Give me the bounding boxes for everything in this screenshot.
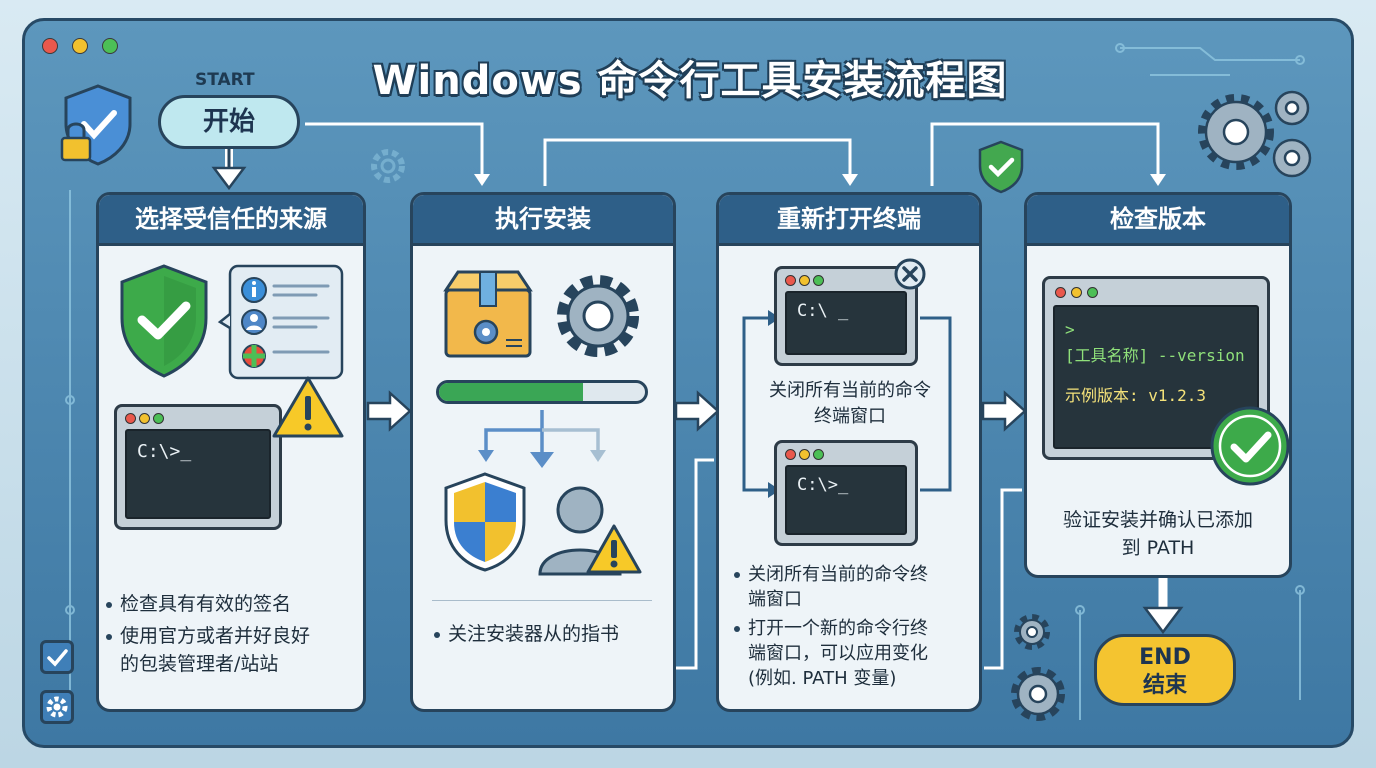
window-close-dot[interactable] [42,38,58,54]
arrow-start-down [211,148,247,191]
bullet-item-cont: 端窗口 [748,589,802,610]
terminal-version-window: > [工具名称] --version 示例版本: v1.2.3 [1042,276,1270,460]
bullet-item: 关注安装器从的指书 [448,623,620,645]
end-label: 结束 [1142,673,1187,698]
panel-1-bullets: 检查具有有效的签名 使用官方或者并好良好 的包装管理者/站站 [106,590,356,678]
terminal-line-command: [工具名称] --version [1065,346,1245,365]
window-minimize-dot[interactable] [72,38,88,54]
start-label-en: START [195,70,255,90]
bullet-item: 使用官方或者并好良好 [120,625,311,647]
caption-line: 验证安装并确认已添加 [1062,509,1253,531]
gears-icon [1011,614,1065,721]
bullet-item: 检查具有有效的签名 [120,593,292,615]
terminal-prompt: C:\ _ [797,301,849,321]
settings-icon[interactable] [40,690,74,724]
user-warning-icon [538,486,642,576]
bullet-item: 打开一个新的命令行终 [748,618,928,639]
terminal-line-prompt: > [1065,320,1075,339]
terminal-window-new: C:\>_ [774,440,918,546]
shield-check-icon [120,264,208,378]
caption-line: 终端窗口 [814,406,886,427]
bullet-item-cont: 端窗口，可以应用变化 [748,643,928,664]
terminal-window-old: C:\ _ [774,266,918,366]
close-icon[interactable] [892,256,928,292]
terminal-prompt: C:\>_ [137,441,192,462]
panel-title: 执行安装 [413,195,673,246]
panel-2-bullets: 关注安装器从的指书 [434,620,664,648]
uac-shield-icon [444,472,526,572]
window-maximize-dot[interactable] [102,38,118,54]
caption-line: 到 PATH [1121,537,1195,559]
check-circle-icon [1210,406,1290,486]
panel-4-caption: 验证安装并确认已添加 到 PATH [1034,506,1282,562]
shield-lock-icon [60,84,132,166]
shield-check-icon [978,140,1024,194]
terminal-prompt: C:\>_ [797,475,849,495]
bullet-item: 关闭所有当前的命令终 [748,564,928,585]
caption-line: 关闭所有当前的命令 [769,380,931,401]
end-label-en: END [1139,645,1191,670]
panel-3-caption: 关闭所有当前的命令 终端窗口 [730,378,970,430]
bullet-item-cont: 的包装管理者/站站 [120,653,279,675]
arrows-between-panels [366,390,1027,432]
end-pill[interactable]: END 结束 [1094,634,1236,706]
checkbox-icon[interactable] [40,640,74,674]
gear-icon [557,275,639,357]
progress-fill [439,383,584,401]
terminal-window: C:\>_ [114,404,282,530]
bullet-item-cont: (例如. PATH 变量) [748,668,897,689]
package-box-icon [443,270,533,358]
gears-cluster-icon [1198,90,1312,178]
divider [432,600,652,601]
terminal-line-output: 示例版本: v1.2.3 [1065,386,1207,405]
panel-title: 检查版本 [1027,195,1289,246]
page-title: Windows 命令行工具安装流程图 [372,58,1008,104]
gear-icon [371,149,405,183]
panel-3-bullets: 关闭所有当前的命令终 端窗口 打开一个新的命令行终 端窗口，可以应用变化 (例如… [734,562,978,691]
progress-bar [436,380,648,404]
info-card-icon [217,264,344,380]
arrow-end-down [1142,578,1184,635]
start-pill[interactable]: 开始 [158,95,300,149]
warning-icon [272,376,344,438]
panel-title: 重新打开终端 [719,195,979,246]
start-label: 开始 [202,107,255,137]
branch-arrows [478,410,606,468]
panel-title: 选择受信任的来源 [99,195,363,246]
